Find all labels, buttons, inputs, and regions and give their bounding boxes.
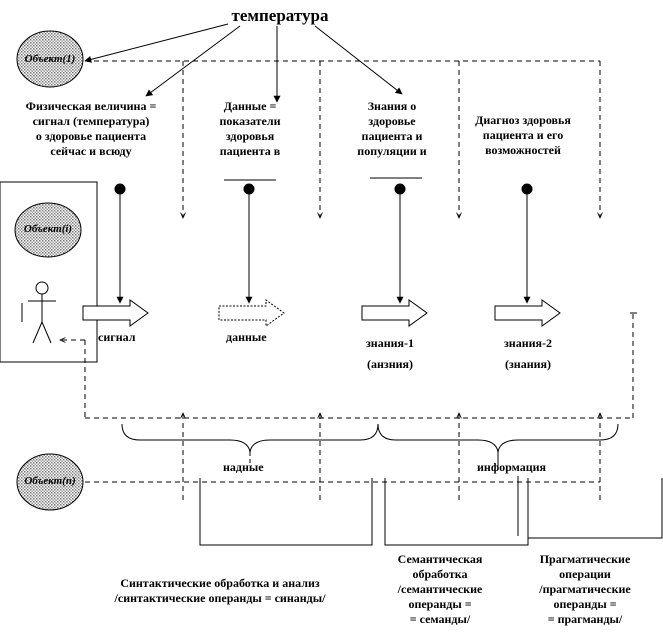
object-top [16,30,84,88]
person-figure [21,281,56,344]
column-1-line-1: Физическая величина = [25,99,157,113]
dot-col4 [521,183,533,195]
column-1-line-2: сигнал (температура) [32,114,150,128]
flow-label-data: данные [226,330,267,344]
title-arrows [84,23,403,103]
note-semantic: Семантическая обработка /семантические о… [385,552,495,627]
column-2-line-3: здоровья [225,129,275,143]
flow-arrow-knowledge1 [361,299,428,327]
note-semantic-line-2: обработка [412,567,468,581]
note-pragmatic-line-5: = прагманды/ [547,612,623,626]
brace-right [377,423,619,453]
column-4-line-3: возможностей [485,143,561,157]
column-2-line-1: Данные = [223,99,277,113]
title-arrow-left [84,23,229,63]
brace-label-right: информация [477,460,547,474]
note-pragmatic-line-3: /прагматические [539,582,631,596]
column-2-text: Данные = показатели здоровья пациента в [200,99,300,159]
note-semantic-line-5: = семанды/ [409,612,471,626]
flow-label-knowledge1-line2: (анзния) [366,357,414,371]
top-dashed-rail [85,60,600,218]
column-3-line-2: здоровье [368,114,416,128]
flow-label-knowledge1-line1: знания-1 [365,336,415,350]
object-middle [0,181,98,363]
column-3-line-3: пациента и [361,129,423,143]
flow-label-signal: сигнал [98,330,136,344]
brace-stems [249,452,519,536]
note-semantic-line-3: /семантические [397,582,483,596]
dot-col3 [394,183,406,195]
flow-label-knowledge2-line2: (знания) [504,357,552,371]
flow-arrow-data [218,299,285,327]
object-middle-frame [0,181,98,363]
column-3-line-1: Знания о [367,99,417,113]
note-semantic-line-4: операнды = [408,597,472,611]
flow-arrows [82,299,561,327]
bottom-brackets [199,478,663,546]
object-middle-label: Объект(i) [23,223,73,235]
column-2-line-2: показатели [219,114,281,128]
flow-label-knowledge2-line1: знания-2 [503,336,553,350]
note-semantic-line-1: Семантическая [397,552,483,566]
brace-label-left: надные [223,460,264,474]
object-bottom [16,453,84,511]
column-4-line-1: Диагноз здоровья [475,113,571,127]
note-syntactic-line-1: Синтактические обработка и анализ [120,576,320,590]
column-1-line-4: сейчас и всюду [50,144,132,158]
column-1-text: Физическая величина = сигнал (температур… [5,99,177,159]
dot-col2 [243,183,255,195]
column-2-line-4: пациента в [219,144,281,158]
column-3-text: Знания о здоровье пациента и популяции и [342,99,442,159]
note-pragmatic-line-4: операнды = [553,597,617,611]
dot-col1 [114,183,126,195]
diagram-title: температура [231,6,329,25]
note-pragmatic-line-1: Прагматические [539,552,631,566]
flow-arrow-signal [82,299,149,327]
column-1-line-3: о здоровье пациента [35,129,147,143]
flow-arrow-knowledge2 [494,299,561,327]
column-4-line-2: пациента и его [482,128,564,142]
note-pragmatic: Прагматические операции /прагматические … [520,552,650,627]
column-markers [114,183,533,304]
note-syntactic-line-2: /синтактические операнды = синанды/ [114,591,326,605]
note-syntactic: Синтактические обработка и анализ /синта… [70,576,370,606]
column-3-line-4: популяции и [357,144,427,158]
object-top-label: Объект(1) [24,53,76,65]
object-bottom-label: Объект(n) [24,475,76,487]
column-4-text: Диагноз здоровья пациента и его возможно… [456,113,590,158]
brace-left [121,423,379,453]
note-pragmatic-line-2: операции [559,567,611,581]
feedback-loop [60,313,634,500]
title-arrow-col3 [314,25,403,95]
column-underlines [224,177,422,181]
